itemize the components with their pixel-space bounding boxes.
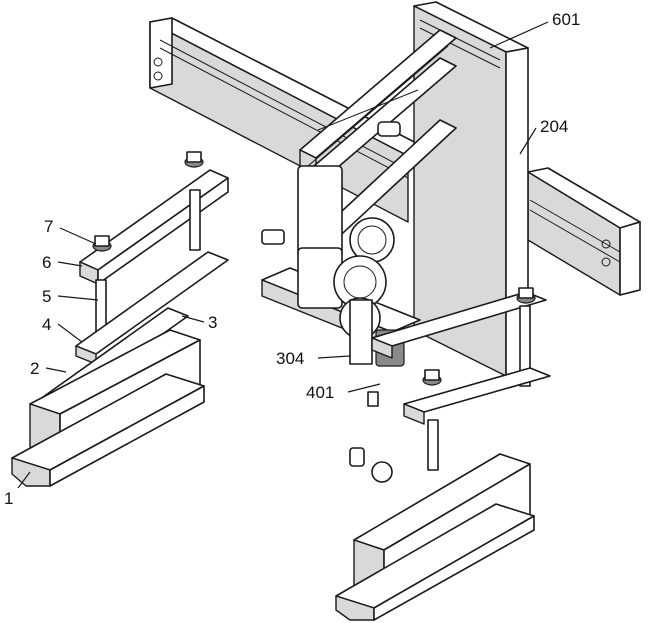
label-601: 601 <box>552 10 580 29</box>
leader-lines <box>17 21 549 489</box>
label-5: 5 <box>42 287 51 306</box>
label-7: 7 <box>44 217 53 236</box>
label-6: 6 <box>42 253 51 272</box>
label-401: 401 <box>306 383 334 402</box>
right-clamp-assembly <box>335 287 551 621</box>
label-204: 204 <box>540 117 568 136</box>
label-2: 2 <box>30 359 39 378</box>
callout-labels: 601 204 7 6 5 4 3 2 1 304 401 <box>4 10 580 508</box>
gear-spindle-assembly <box>261 89 421 367</box>
left-clamp-assembly <box>11 151 229 487</box>
label-304: 304 <box>276 349 304 368</box>
right-guide-rail <box>527 167 641 296</box>
label-3: 3 <box>208 313 217 332</box>
label-4: 4 <box>42 315 51 334</box>
label-1: 1 <box>4 489 13 508</box>
